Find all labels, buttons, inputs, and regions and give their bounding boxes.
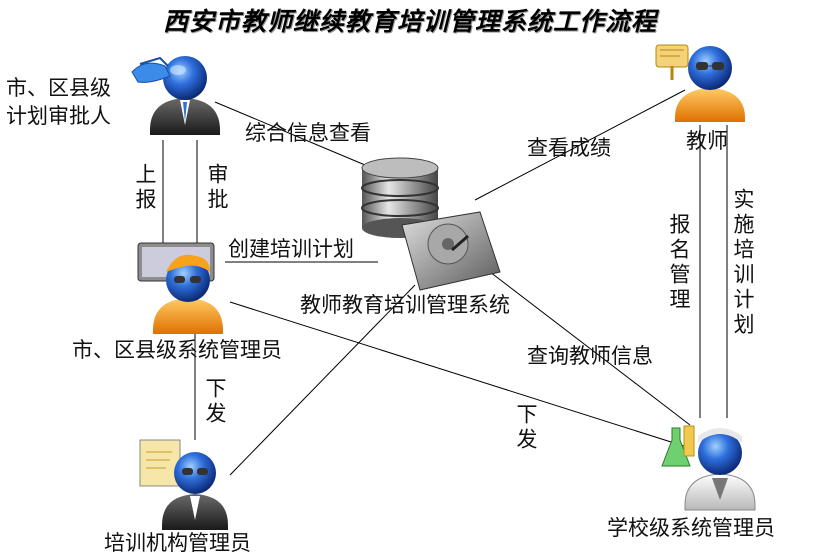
system-label: 教师教育培训管理系统	[300, 293, 510, 317]
edge-system-institution	[229, 284, 416, 476]
district-admin-icon	[137, 242, 223, 334]
edge-label-issue-left: 下发	[203, 377, 227, 427]
edge-label-create-plan: 创建培训计划	[228, 237, 354, 261]
edge-label-view-scores: 查看成绩	[527, 136, 611, 160]
glasses-icon	[174, 276, 201, 283]
handshake-icon	[131, 56, 171, 83]
approver-label-line1: 市、区县级	[6, 76, 111, 100]
page-title: 西安市教师继续教育培训管理系统工作流程	[162, 7, 657, 36]
approver-label-line2: 计划审批人	[6, 104, 111, 128]
edge-label-query-teacher-info: 查询教师信息	[527, 344, 653, 368]
edge-label-info-view: 综合信息查看	[245, 121, 371, 145]
institution-admin-icon	[139, 439, 228, 530]
edge-label-report-up: 上报	[133, 163, 157, 213]
hard-drive-icon	[401, 211, 501, 291]
edge-district-school	[229, 301, 691, 449]
approver-label: 市、区县级 计划审批人	[6, 74, 111, 130]
edge-label-approve: 审批	[205, 163, 229, 213]
flask-icon	[661, 425, 695, 467]
database-icon	[361, 157, 439, 238]
edge-system-teacher	[474, 89, 686, 201]
edge-label-implement-plan: 实施培训计划	[731, 188, 755, 338]
edge-label-signup-manage: 报名管理	[667, 213, 691, 313]
teacher-label: 教师	[686, 129, 728, 153]
certificate-icon	[655, 44, 689, 80]
document-icon	[139, 439, 181, 487]
district-admin-label: 市、区县级系统管理员	[72, 338, 282, 362]
connector-lines	[162, 89, 728, 476]
teacher-icon	[655, 44, 745, 122]
school-admin-icon	[661, 425, 756, 511]
approver-icon	[131, 56, 220, 135]
glasses-icon	[696, 62, 724, 70]
institution-admin-label: 培训机构管理员	[104, 531, 251, 555]
edge-system-school	[489, 271, 691, 426]
school-admin-label: 学校级系统管理员	[607, 516, 775, 540]
edge-approver-system	[214, 101, 366, 166]
glasses-icon	[182, 468, 208, 475]
edge-label-issue-right: 下发	[514, 403, 538, 453]
